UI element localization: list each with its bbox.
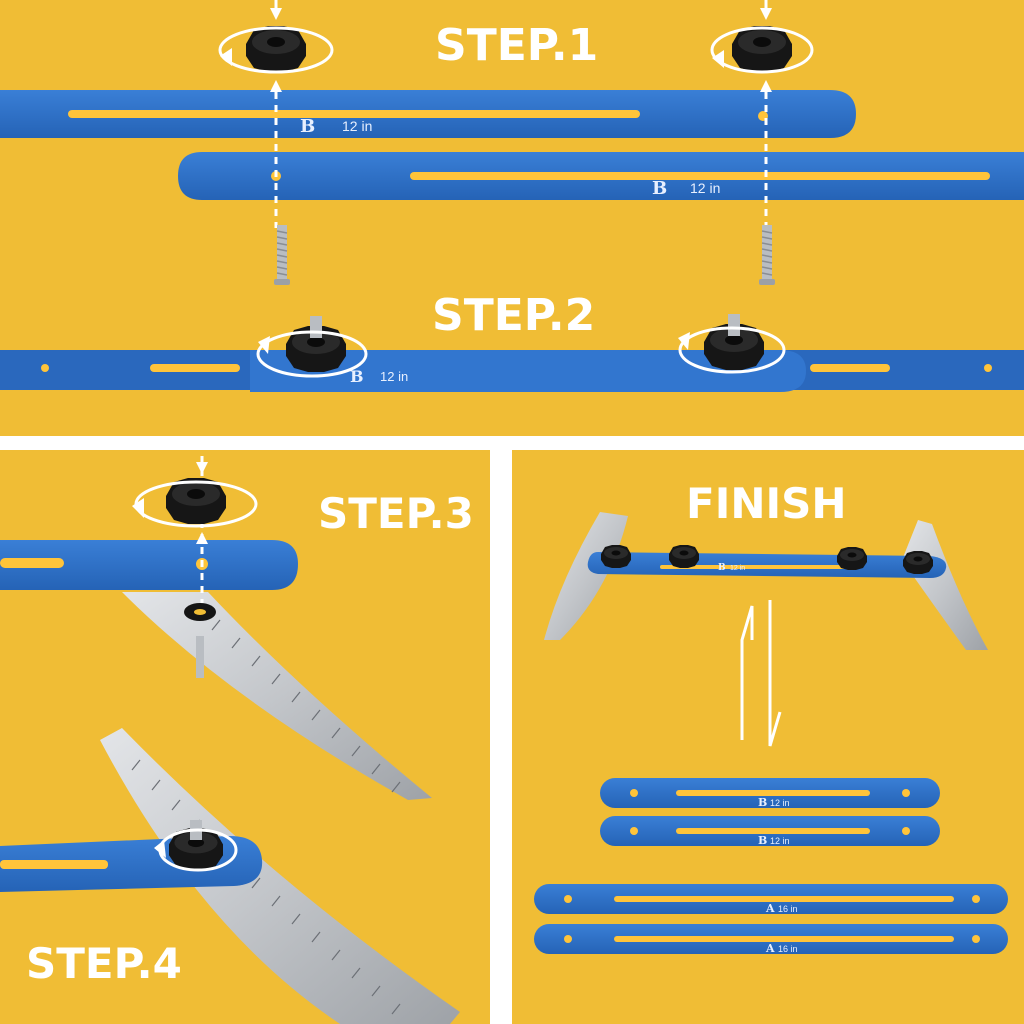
knob-icon: [246, 26, 306, 72]
svg-text:12 in: 12 in: [730, 565, 745, 572]
svg-text:16 in: 16 in: [778, 944, 798, 954]
svg-text:12 in: 12 in: [770, 798, 790, 808]
knob-icon: [669, 545, 699, 568]
rotate-arrow-icon: [256, 326, 786, 378]
step-1-guides: [274, 92, 768, 228]
step-3-label: STEP.3: [318, 489, 474, 538]
svg-text:B: B: [758, 796, 767, 809]
knob-icon: [837, 547, 867, 570]
step-1-bar-bottom: B 12 in: [178, 152, 1024, 200]
rotate-arrow-icon: [154, 828, 238, 872]
bar-b-2: B 12 in: [600, 816, 940, 847]
step-2-bar-top: B 12 in: [250, 350, 806, 392]
svg-text:12 in: 12 in: [770, 836, 790, 846]
ruler-blade-icon: [100, 728, 460, 1024]
up-arrow-icon: [196, 462, 208, 544]
svg-text:B: B: [652, 178, 667, 199]
step-1-bar-top: B 12 in: [0, 90, 856, 138]
svg-text:12 in: 12 in: [380, 369, 408, 384]
knob-icon: [601, 545, 631, 568]
bolt-icon: [196, 636, 204, 678]
bar-a-2: A 16 in: [534, 924, 1008, 955]
svg-text:A: A: [765, 902, 775, 915]
knob-icon: [732, 26, 792, 72]
rotate-arrow-icon: [218, 26, 814, 74]
up-arrow-icon: [270, 8, 772, 92]
svg-text:B: B: [718, 563, 726, 573]
finish-label: FINISH: [686, 479, 847, 528]
rotate-arrow-icon: [132, 480, 258, 528]
svg-text:12 in: 12 in: [342, 118, 372, 134]
knob-icon: [166, 478, 226, 524]
bar-b-1: B 12 in: [600, 778, 940, 809]
knob-icon: [903, 551, 933, 574]
svg-text:16 in: 16 in: [778, 904, 798, 914]
assembled-tool: B 12 in: [544, 512, 988, 650]
svg-text:B: B: [300, 116, 315, 137]
svg-text:A: A: [765, 942, 775, 955]
step-4-label: STEP.4: [26, 939, 182, 988]
step-2-label: STEP.2: [432, 290, 595, 341]
double-arrow-icon: [740, 600, 782, 747]
svg-text:12 in: 12 in: [690, 180, 720, 196]
step-3-bar: [0, 540, 298, 590]
bar-a-1: A 16 in: [534, 884, 1008, 915]
svg-text:B: B: [350, 367, 364, 386]
svg-text:B: B: [758, 834, 767, 847]
step-1-label: STEP.1: [435, 20, 598, 71]
